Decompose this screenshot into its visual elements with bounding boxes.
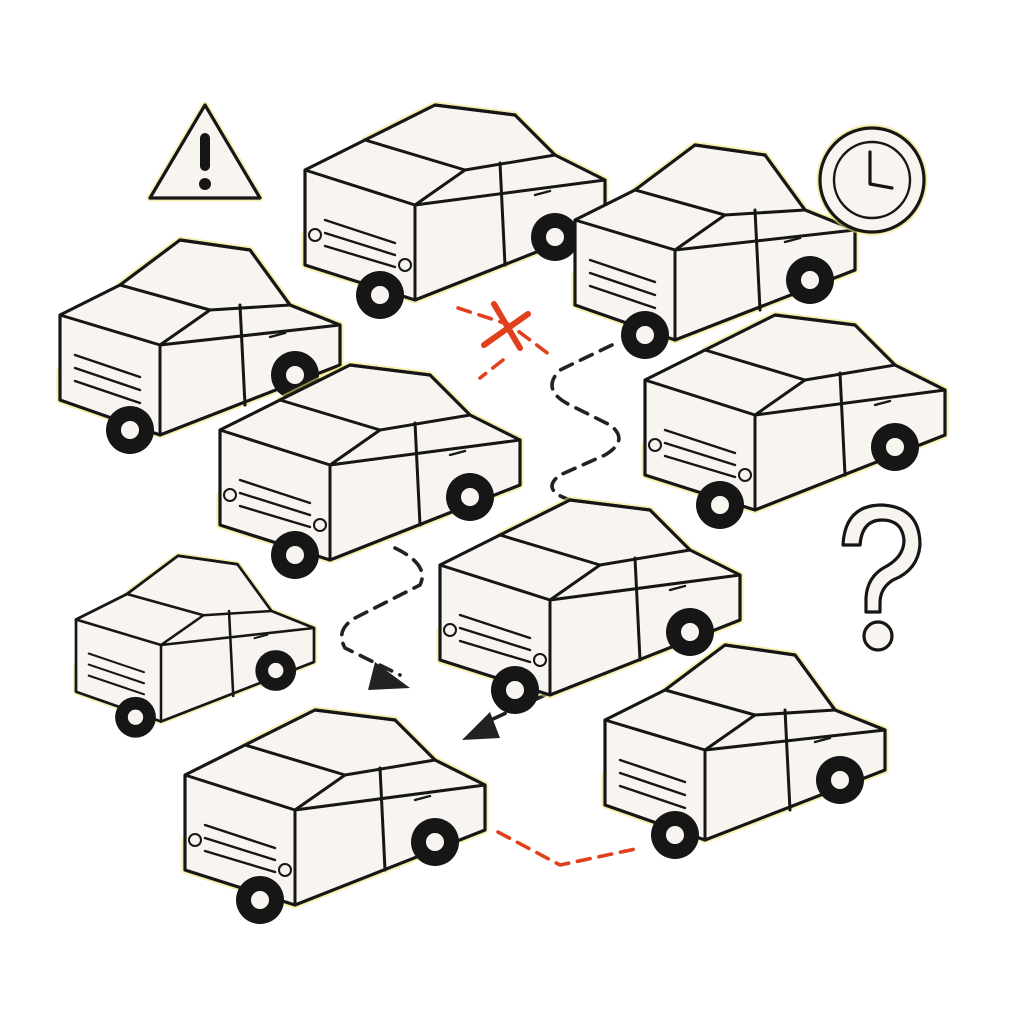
car-bottom-center: [185, 710, 485, 924]
car-top-center: [305, 105, 605, 319]
warning-icon: [146, 101, 264, 202]
car-lower-left: [76, 556, 314, 738]
car-right-middle: [645, 315, 945, 529]
question-mark-icon: [841, 503, 922, 652]
route-red-bottom: [496, 830, 642, 867]
car-bottom-right: [605, 645, 885, 859]
blocked-cross-icon: [481, 301, 531, 351]
route-red-blocked: [456, 301, 552, 380]
arrow-head-icon: [368, 662, 410, 690]
route-black-winding: [550, 343, 621, 502]
arrow-head-icon: [462, 712, 500, 740]
clock-icon: [816, 124, 928, 236]
route-black-left: [339, 546, 424, 690]
